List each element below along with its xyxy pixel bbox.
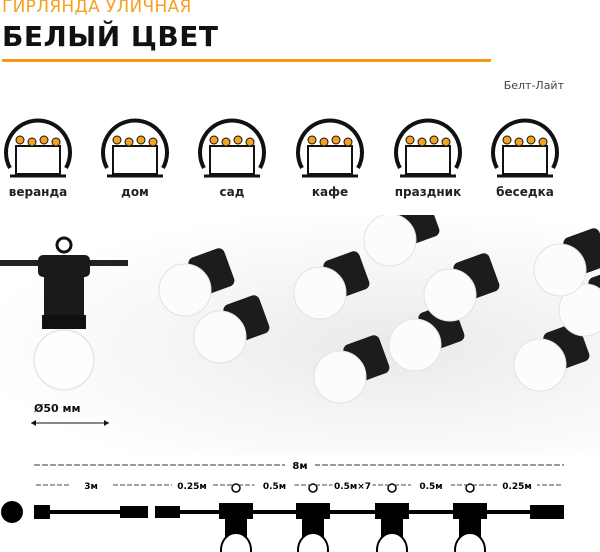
- use-label-0: веранда: [8, 185, 68, 199]
- holiday-icon: [392, 106, 464, 186]
- cluster-bulb: [158, 248, 235, 317]
- use-label-4: праздник: [394, 185, 462, 199]
- end-connector: [530, 505, 564, 519]
- use-label-5: беседка: [496, 185, 554, 199]
- brand-name: Белт-Лайт: [503, 79, 564, 92]
- diameter-arrow: [31, 420, 109, 426]
- single-bulb: [0, 236, 128, 391]
- segment-length: 0.5м: [419, 482, 442, 492]
- gazebo-icon: [489, 106, 561, 186]
- diagram-bulb: [375, 483, 409, 552]
- segment-length: 0.5м: [263, 482, 286, 492]
- cluster-bulb: [193, 295, 270, 364]
- diagram-bulb: [296, 483, 330, 552]
- cluster-bulb: [293, 251, 370, 320]
- divider: [2, 59, 491, 62]
- diagram-bulb: [453, 483, 487, 552]
- garland-photo: [0, 198, 600, 404]
- cluster-bulb: [533, 228, 600, 297]
- use-label-3: кафе: [311, 185, 349, 199]
- house-icon: [99, 106, 171, 186]
- diagram-bulb: [219, 483, 253, 552]
- cluster-bulb: [363, 198, 440, 267]
- product-subtitle: ГИРЛЯНДА УЛИЧНАЯ: [2, 0, 192, 17]
- use-label-1: дом: [121, 185, 149, 199]
- segment-length: 0.25м: [502, 482, 532, 492]
- cluster-bulb: [423, 253, 500, 322]
- segment-length: 0.25м: [177, 482, 207, 492]
- total-length: 8м: [292, 461, 307, 472]
- segment-length: 3м: [84, 482, 98, 492]
- veranda-icon: [2, 106, 74, 186]
- cafe-icon: [294, 106, 366, 186]
- product-photo: [0, 198, 600, 455]
- use-label-2: сад: [219, 185, 245, 199]
- segment-length: 0.5м×7: [334, 482, 371, 492]
- product-title: БЕЛЫЙ ЦВЕТ: [2, 20, 219, 53]
- length-diagram: 8м 3м 0.25м 0.5м 0.5м×7 0.5м 0.25м: [1, 458, 564, 552]
- cluster-bulb: [313, 335, 390, 404]
- diameter-label: Ø50 мм: [34, 402, 81, 415]
- plug-icon: [1, 501, 23, 523]
- bulb-cluster: [158, 198, 600, 404]
- garden-icon: [196, 106, 268, 186]
